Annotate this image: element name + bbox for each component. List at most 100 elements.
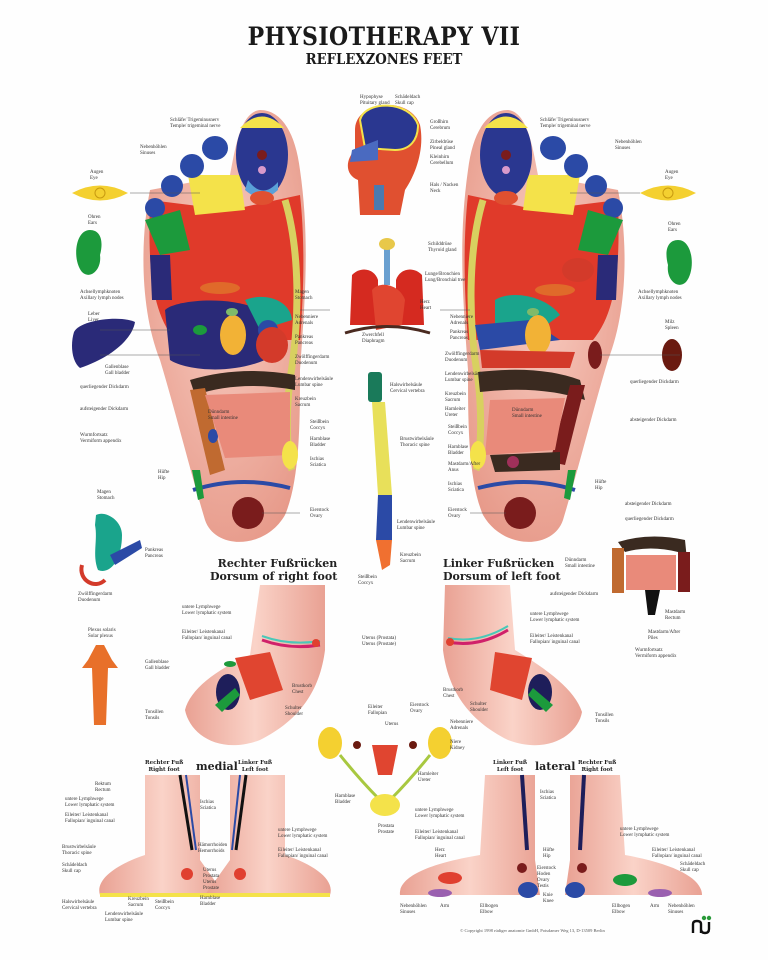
label-appendix-organ: Wurmfortsatz Vermiform appendix (635, 648, 677, 659)
label-knee-lateral: Knie Knee (543, 893, 554, 904)
label-ovary-testis-lateral: Eierstock Hoden Ovary Testis (537, 866, 556, 889)
stomach-illustration (79, 513, 142, 586)
label-inguinal-medial-right: Eileiter/ Leistenkanal Fallopian/ inguin… (65, 813, 115, 824)
label-thyroid: Schilddrüse Thyroid gland (428, 242, 457, 253)
label-pancreas-organ: Pankreas Pancreas (145, 548, 164, 559)
label-ascending-colon: aufsteigender Dickdarm (80, 407, 129, 412)
label-stomach-right: Magen Stomach (295, 290, 313, 301)
label-anus-left: Mastdarm/After Anus (448, 462, 481, 473)
medial-view-label: medial (196, 760, 238, 773)
eye-organ-right (72, 185, 128, 201)
label-bladder-medial: Harnblase Bladder (200, 896, 221, 907)
label-rectum-organ: Mastdarm Rectum (665, 610, 686, 621)
label-gallbladder: Gallenblase Gall bladder (105, 365, 130, 376)
thorax-illustration (344, 238, 431, 335)
label-tonsils-dorsum-right: Tonsillen Tonsils (145, 710, 164, 721)
ear-organ-left (666, 240, 692, 285)
label-prostate-uro: Prostata Prostate (378, 824, 395, 835)
label-hip-lateral: Hüfte Hip (543, 848, 555, 859)
label-lumbar-right: Lendenwirbelsäule Lumbar spine (295, 377, 334, 388)
lateral-view-label: lateral (535, 760, 576, 773)
label-eye-right: Augen Eye (90, 170, 104, 181)
label-skull-cap-head: Schädeldach Skull cap (395, 95, 421, 106)
label-fallopian: Eileiter Fallopian (368, 705, 387, 716)
label-adrenals-right: Nebenniere Adrenals (295, 315, 319, 326)
label-ureter-left: Harnleiter Ureter (445, 407, 466, 418)
label-ear-left: Ohren Ears (668, 222, 681, 233)
label-inguinal-dorsum-right: Eileiter/ Leistenkanal Fallopian/ inguin… (182, 630, 232, 641)
label-coccyx-medial: Steißbein Coccyx (155, 900, 174, 911)
solar-plexus-illustration (82, 645, 118, 725)
label-sciatic-right: Ischias Sciatica (310, 457, 326, 468)
lateral-feet (399, 774, 702, 898)
label-colon-trans: querliegender Dickdarm (625, 517, 674, 522)
label-spine-sacrum: Kreuzbein Sacrum (400, 553, 421, 564)
label-elbow-lateral-left: Ellbogen Elbow (480, 904, 499, 915)
medial-left-foot-label: Linker Fuß Left foot (238, 760, 273, 773)
dorsum-right-heading: Rechter Fußrücken Dorsum of right foot (210, 557, 338, 583)
poster-title: PHYSIOTHERAPY VII (247, 22, 521, 51)
label-ureter-uro: Harnleiter Ureter (418, 772, 439, 783)
label-uterus-prostate-dorsum: Uterus (Prostata) Uterus (Prostate) (362, 636, 397, 647)
label-appendix: Wurmfortsatz Vermiform appendix (80, 433, 122, 444)
label-pancreas-right: Pankreas Pancreas (295, 335, 314, 346)
label-heart: Herz Heart (420, 300, 432, 311)
label-lower-lymph-medial-right: untere Lymphwege Lower lymphatic system (65, 797, 115, 808)
right-sole (143, 110, 306, 542)
label-inguinal-medial-left: Eileiter/ Leistenkanal Fallopian/ inguin… (278, 848, 328, 859)
label-neck-head: Hals / Nacken Neck (430, 183, 459, 194)
label-hip-right: Hüfte Hip (158, 470, 170, 481)
label-elbow-lateral-right: Ellbogen Elbow (612, 904, 631, 915)
dorsum-left-foot (443, 585, 582, 746)
colon-illustration (612, 536, 690, 615)
label-sinuses-right: Nebenhöhlen Sinuses (140, 145, 167, 156)
label-bladder-left: Harnblase Bladder (448, 445, 469, 456)
label-transverse-colon-right: querliegender Dickdarm (80, 385, 129, 390)
label-spine-coccyx: Steißbein Coccyx (358, 575, 377, 586)
ear-organ-right (76, 230, 102, 275)
label-ovary-left: Eierstock Ovary (448, 508, 467, 519)
lateral-right-foot-label: Rechter Fuß Right foot (578, 760, 617, 773)
label-lower-lymph-medial-left: untere Lymphwege Lower lymphatic system (278, 828, 328, 839)
label-lumbar-left: Lendenwirbelsäule Lumbar spine (445, 372, 484, 383)
dorsum-left-heading: Linker Fußrücken Dorsum of left foot (443, 557, 561, 583)
head-illustration (347, 104, 422, 215)
lateral-left-foot-label: Linker Fuß Left foot (493, 760, 528, 773)
label-axillary-left: Achsellymphknoten Axillary lymph nodes (638, 290, 682, 301)
label-spine-thoracic: Brustwirbelsäule Thoracic spine (400, 437, 434, 448)
label-sinuses-lateral-left: Nebenhöhlen Sinuses (400, 904, 427, 915)
label-spleen: Milz Spleen (665, 320, 679, 331)
label-duodenum-organ: Zwölffingerdarm Duodenum (78, 592, 113, 603)
label-small-intestine-organ: Dünndarm Small intestine (565, 558, 595, 569)
label-lower-lymph-dorsum-right: untere Lymphwege Lower lymphatic system (182, 605, 232, 616)
label-sciatic-left: Ischias Sciatica (448, 482, 464, 493)
label-spine-lumbar: Lendenwirbelsäule Lumbar spine (397, 520, 436, 531)
poster-subtitle: REFLEXZONES FEET (305, 50, 463, 68)
label-lower-lymph-lateral-left: untere Lymphwege Lower lymphatic system (415, 808, 465, 819)
label-ear-right: Ohren Ears (88, 215, 101, 226)
label-rectum-medial-right: Rektum Rectum (95, 782, 111, 793)
label-descending-colon: absteigender Dickdarm (630, 418, 677, 423)
label-sacrum-left: Kreuzbein Sacrum (445, 392, 466, 403)
label-inguinal-lateral-right: Eileiter/ Leistenkanal Fallopian/ inguin… (652, 848, 702, 859)
label-sciatic-medial: Ischias Sciatica (200, 800, 216, 811)
label-tonsils-dorsum-left: Tonsillen Tonsils (595, 713, 614, 724)
label-inguinal-lateral-left: Eileiter/ Leistenkanal Fallopian/ inguin… (415, 830, 465, 841)
label-anus-organ: Mastdarm/After Piles (648, 630, 681, 641)
label-trigeminal-left: Schläfe/ Trigeminusnerv Temple/ trigemin… (540, 118, 591, 129)
label-gallbladder-dorsum: Gallenblase Gall bladder (145, 660, 170, 671)
label-axillary-right: Achsellymphknoten Axillary lymph nodes (80, 290, 124, 301)
label-solar-plexus: Plexus solaris Solar plexus (88, 628, 116, 639)
label-inguinal-dorsum-left: Eileiter/ Leistenkanal Fallopian/ inguin… (530, 634, 580, 645)
eye-organ-left (640, 185, 696, 201)
label-bladder-uro: Harnblase Bladder (335, 794, 356, 805)
label-arm-lateral-left: Arm (440, 904, 450, 909)
label-stomach-organ: Magen Stomach (97, 490, 115, 501)
label-shoulder-dorsum-right: Schulter Shoulder (285, 706, 304, 717)
label-lumbar-medial: Lendenwirbelsäule Lumbar spine (105, 912, 144, 923)
label-shoulder-dorsum-left: Schulter Shoulder (470, 702, 489, 713)
label-coccyx-right: Steißbein Coccyx (310, 420, 329, 431)
label-chest-dorsum-left: Brustkorb Chest (443, 688, 463, 699)
